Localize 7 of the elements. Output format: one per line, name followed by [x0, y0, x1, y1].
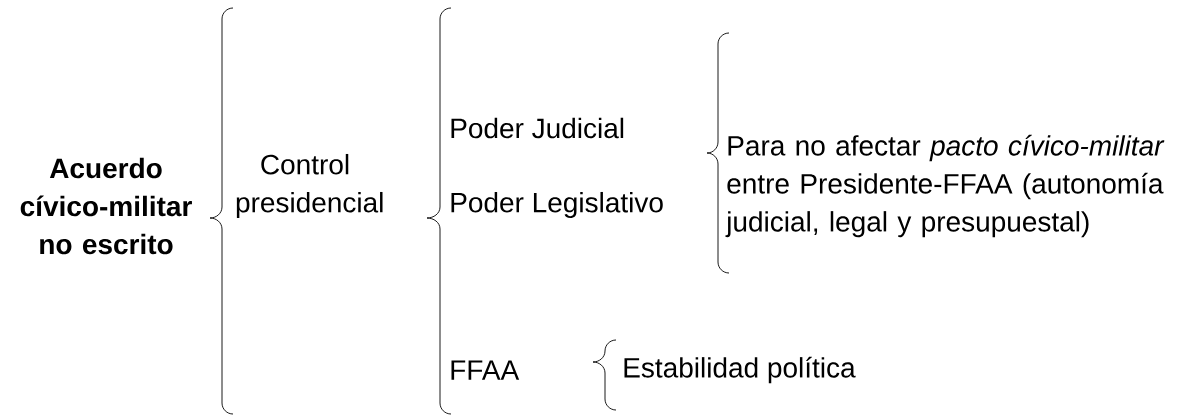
item-text: Poder Legislativo	[451, 191, 663, 219]
item-text: Para no afectar pacto cívico-militar entre Presidente-FFAA (autonomía judicial, legal y presupuestal)	[725, 134, 1165, 238]
item-text: Poder Judicial	[451, 117, 624, 139]
item-text: Control presidencial	[236, 153, 383, 219]
item-text: Estabilidad política	[624, 356, 856, 384]
heading-text: Acuerdo cívico-militar no escrito	[20, 157, 192, 255]
item-text: FFAA	[451, 360, 520, 380]
